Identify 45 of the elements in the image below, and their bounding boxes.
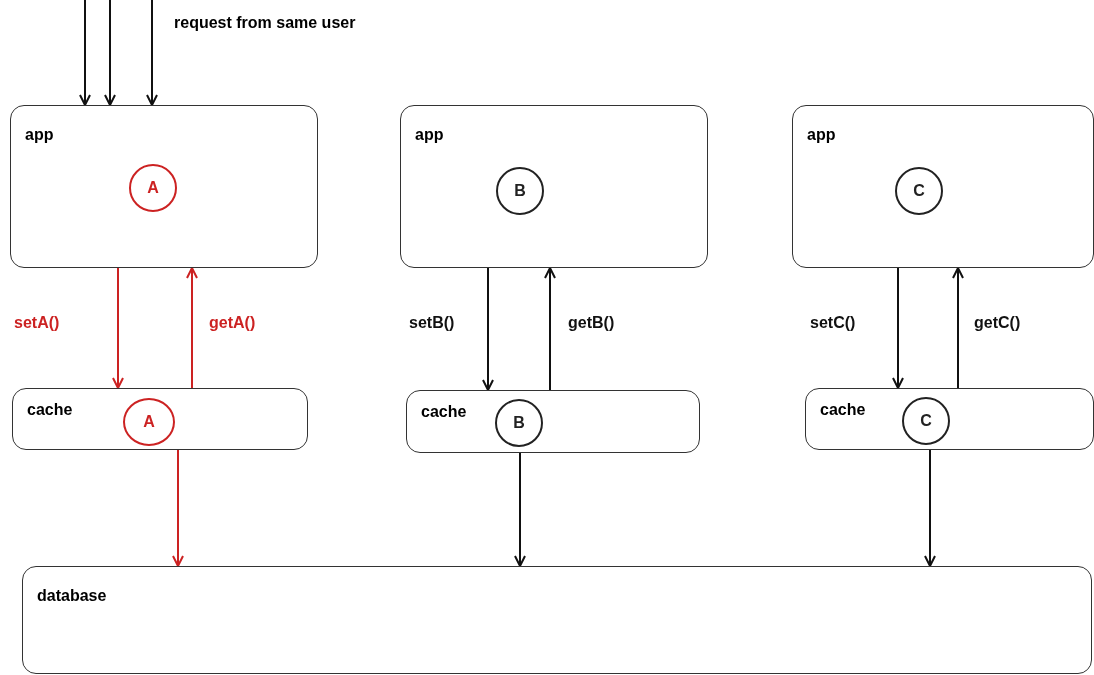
- arrow: [172, 449, 184, 567]
- component-box: [400, 105, 708, 268]
- box-title: app: [415, 126, 444, 144]
- box-title: cache: [421, 403, 467, 421]
- circle-label: A: [143, 413, 155, 431]
- data-circle: [895, 167, 943, 215]
- data-circle: [123, 398, 175, 446]
- arrow: [892, 267, 904, 389]
- box-title: cache: [820, 401, 866, 419]
- edge-label: setB(): [407, 314, 457, 332]
- arrow: [146, 0, 158, 106]
- arrow: [924, 449, 936, 567]
- box-title: database: [37, 587, 107, 605]
- note-text: request from same user: [172, 14, 358, 32]
- arrow: [514, 452, 526, 567]
- arrow: [79, 0, 91, 106]
- box-title: cache: [27, 401, 73, 419]
- circle-label: B: [514, 182, 526, 200]
- data-circle: [496, 167, 544, 215]
- component-box: [10, 105, 318, 268]
- edge-label: getA(): [207, 314, 258, 332]
- arrow: [186, 267, 198, 389]
- arrow: [112, 267, 124, 389]
- arrow: [104, 0, 116, 106]
- component-box: [406, 390, 700, 453]
- data-circle: [495, 399, 543, 447]
- box-title: app: [25, 126, 54, 144]
- edge-label: getB(): [566, 314, 617, 332]
- edge-label: setA(): [12, 314, 62, 332]
- arrow: [952, 267, 964, 389]
- circle-label: A: [147, 179, 159, 197]
- circle-label: B: [513, 414, 525, 432]
- component-box: [12, 388, 308, 450]
- component-box: [805, 388, 1094, 450]
- box-title: app: [807, 126, 836, 144]
- data-circle: [129, 164, 177, 212]
- circle-label: C: [920, 412, 932, 430]
- arrow: [544, 267, 556, 391]
- circle-label: C: [913, 182, 925, 200]
- arrow: [482, 267, 494, 391]
- edge-label: getC(): [972, 314, 1023, 332]
- component-box: [792, 105, 1094, 268]
- component-box: [22, 566, 1092, 674]
- data-circle: [902, 397, 950, 445]
- edge-label: setC(): [808, 314, 858, 332]
